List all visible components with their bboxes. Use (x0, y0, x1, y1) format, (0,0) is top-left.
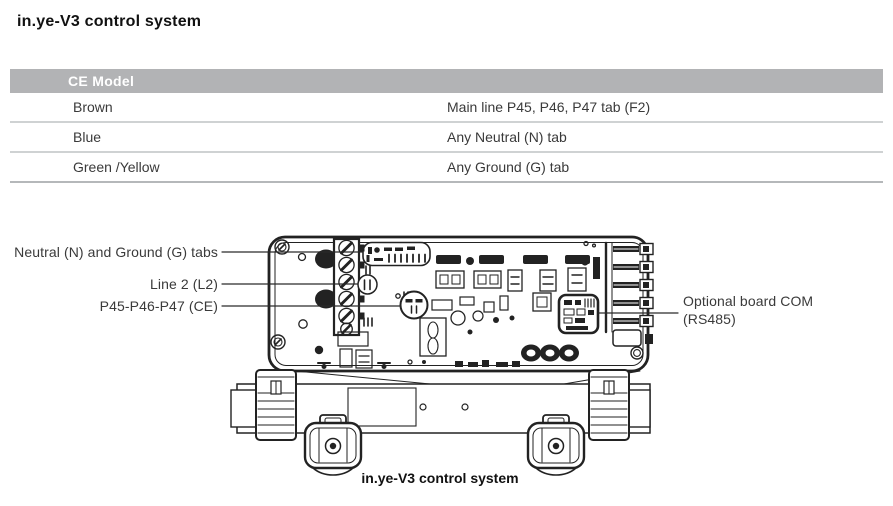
callout-line2: Line 2 (L2) (149, 276, 218, 292)
callout-p45-p46-p47: P45-P46-P47 (CE) (99, 298, 218, 314)
heater-tube (230, 369, 651, 441)
callout-neutral-ground-tabs: Neutral (N) and Ground (G) tabs (14, 244, 218, 260)
callout-optional-com-line2: (RS485) (683, 311, 736, 327)
output-connectors (612, 242, 654, 347)
terminal-block (315, 237, 365, 337)
pcb-components (317, 240, 613, 369)
diagram-caption: in.ye-V3 control system (361, 470, 519, 486)
wire-color-cell: Brown (73, 99, 113, 115)
callout-optional-com-line1: Optional board COM (683, 293, 814, 309)
table-row: Brown Main line P45, P46, P47 tab (F2) (10, 93, 883, 123)
coupling-nut (588, 369, 630, 441)
coupling-nut (255, 369, 297, 441)
screw-icon (270, 334, 286, 350)
wire-target-cell: Any Neutral (N) tab (447, 129, 567, 145)
table-row: Blue Any Neutral (N) tab (10, 123, 883, 153)
page-title: in.ye-V3 control system (17, 13, 202, 30)
optional-com-board (557, 293, 600, 335)
enclosure (267, 235, 650, 373)
table-header: CE Model (10, 69, 883, 93)
leader-lines (221, 251, 679, 314)
tabs-area (362, 241, 431, 267)
wire-color-cell: Green /Yellow (73, 159, 160, 175)
ce-model-table: CE Model Brown Main line P45, P46, P47 t… (10, 69, 883, 183)
ce-callout-circle (399, 290, 429, 320)
mounting-foot (303, 414, 363, 476)
line2-callout-circle (357, 274, 378, 295)
wire-color-cell: Blue (73, 129, 102, 145)
wire-target-cell: Any Ground (G) tab (447, 159, 570, 175)
wire-target-cell: Main line P45, P46, P47 tab (F2) (447, 99, 651, 115)
mounting-foot (526, 414, 586, 476)
screw-icon (274, 239, 290, 255)
callout-optional-com: Optional board COM (RS485) (683, 292, 863, 328)
terminal-screw-icon (338, 239, 355, 336)
screw-icon (630, 346, 644, 360)
table-row: Green /Yellow Any Ground (G) tab (10, 153, 883, 183)
